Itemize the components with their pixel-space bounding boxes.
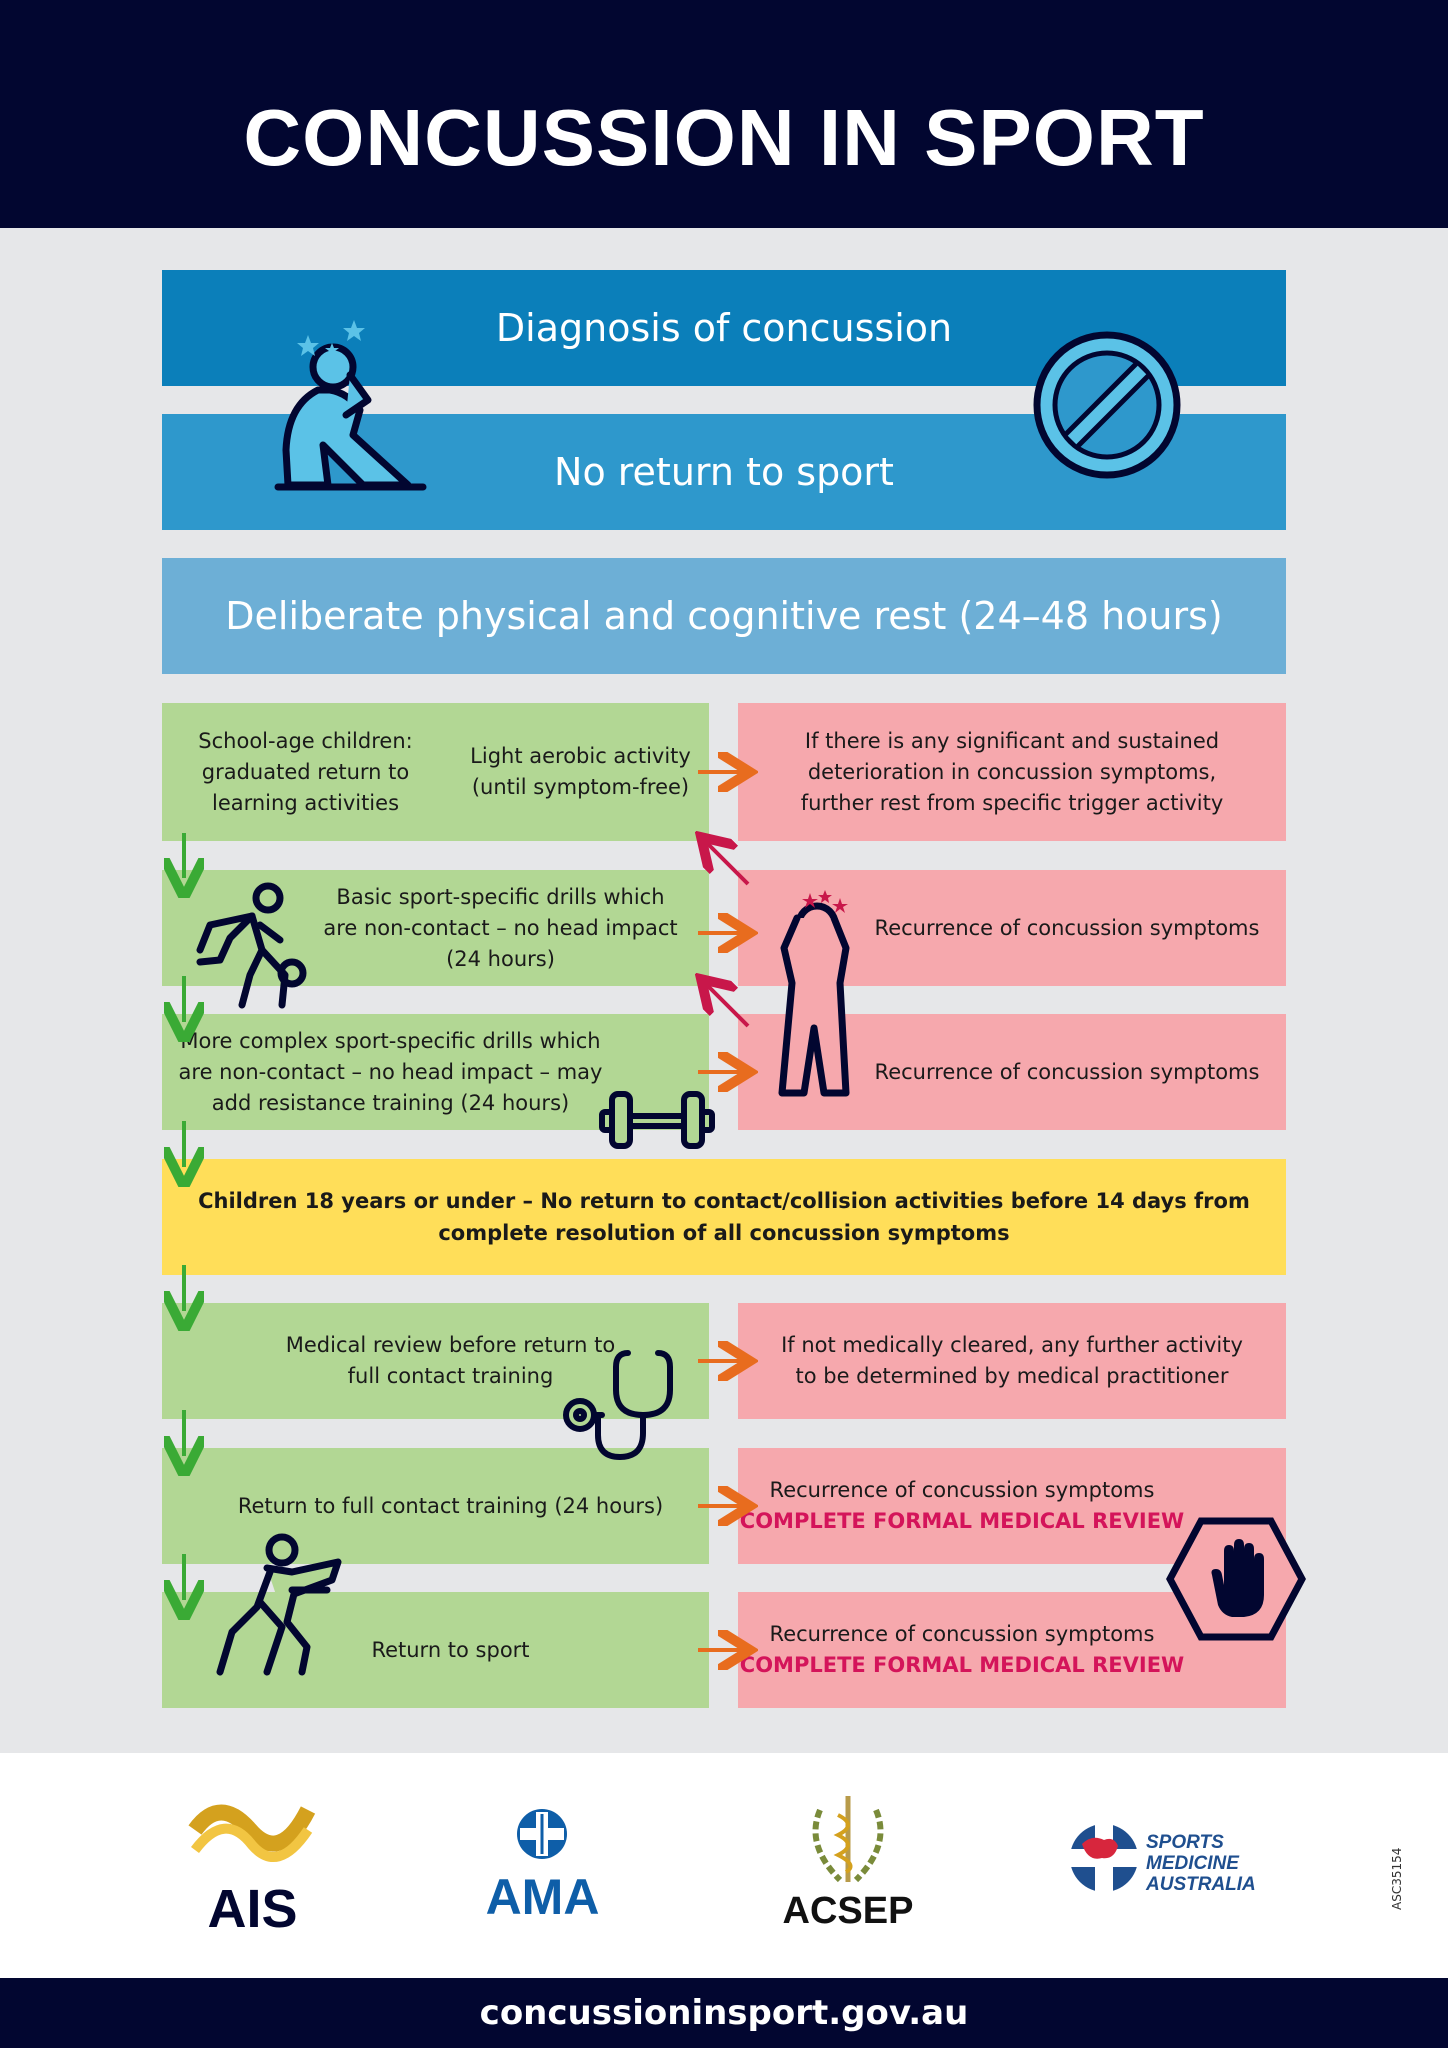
- no-entry-icon: [1033, 331, 1181, 479]
- partner-logos: [0, 1753, 1448, 1978]
- school-line-1: School-age children:: [198, 728, 413, 753]
- not-cleared-box: If not medically cleared, any further ac…: [738, 1303, 1286, 1419]
- deterioration-line-1: If there is any significant and sustaine…: [804, 728, 1220, 753]
- basic-drills-line-1: Basic sport-specific drills which: [336, 884, 665, 909]
- complex-drills-line-2: are non-contact – no head impact – may: [178, 1059, 603, 1084]
- aerobic-text: Light aerobic activity (until symptom-fr…: [461, 741, 701, 803]
- rest-label: Deliberate physical and cognitive rest (…: [225, 594, 1223, 638]
- school-line-2: graduated return to: [201, 759, 410, 784]
- recurrence-text-1: Recurrence of concussion symptoms: [874, 915, 1260, 940]
- children-rule-box: Children 18 years or under – No return t…: [162, 1159, 1286, 1275]
- school-line-3: learning activities: [211, 790, 400, 815]
- ama-cross-icon: [517, 1809, 567, 1859]
- page-title: CONCUSSION IN SPORT: [243, 93, 1205, 182]
- sma-line-2: MEDICINE: [1146, 1853, 1239, 1874]
- step-full-contact-box: Return to full contact training (24 hour…: [162, 1448, 709, 1564]
- not-cleared-line-2: to be determined by medical practitioner: [795, 1364, 1229, 1388]
- complex-drills-line-1: More complex sport-specific drills which: [180, 1028, 601, 1053]
- basic-drills-line-2: are non-contact – no head impact: [323, 915, 678, 940]
- sma-line-3: AUSTRALIA: [1146, 1874, 1256, 1895]
- footer-url-link[interactable]: concussioninsport.gov.au: [479, 1993, 969, 2033]
- aerobic-line-2: (until symptom-free): [471, 775, 690, 799]
- dizzy-person-icon: [778, 890, 850, 1097]
- deterioration-text: If there is any significant and sustaine…: [801, 726, 1224, 819]
- ais-ribbon-icon: [188, 1804, 316, 1862]
- concussed-person-icon: [274, 320, 427, 491]
- ais-logo-text: AIS: [207, 1879, 298, 1939]
- aerobic-line-1: Light aerobic activity: [470, 744, 691, 768]
- ama-logo-text: AMA: [485, 1869, 600, 1925]
- recurrence-review-3: Recurrence of concussion symptoms COMPLE…: [740, 1475, 1184, 1537]
- deterioration-line-2: deterioration in concussion symptoms,: [807, 759, 1217, 784]
- acsep-caduceus-icon: [812, 1796, 884, 1883]
- stop-hand-icon: [1166, 1517, 1306, 1641]
- runner-icon: [216, 1533, 342, 1676]
- rest-band: Deliberate physical and cognitive rest (…: [162, 558, 1286, 674]
- medical-review-alert-3: COMPLETE FORMAL MEDICAL REVIEW: [739, 1509, 1185, 1533]
- medical-review-line-2: full contact training: [347, 1364, 554, 1388]
- dumbbell-icon: [599, 1091, 715, 1149]
- recurrence-text-2: Recurrence of concussion symptoms: [874, 1059, 1260, 1084]
- basketball-player-icon: [196, 882, 307, 1009]
- header-bar: [0, 0, 1448, 228]
- medical-review-line-1: Medical review before return to: [285, 1333, 616, 1357]
- children-rule-line-1: Children 18 years or under – No return t…: [198, 1189, 1250, 1213]
- children-rule-line-2: complete resolution of all concussion sy…: [438, 1221, 1010, 1245]
- recurrence-text-4: Recurrence of concussion symptoms: [769, 1622, 1155, 1646]
- sma-cross-icon: [1070, 1824, 1138, 1892]
- not-cleared-text: If not medically cleared, any further ac…: [781, 1330, 1243, 1392]
- school-children-text: School-age children: graduated return to…: [151, 726, 461, 819]
- recurrence-box-4: Recurrence of concussion symptoms COMPLE…: [738, 1592, 1286, 1708]
- basic-drills-line-3: (24 hours): [446, 946, 555, 971]
- full-contact-text: Return to full contact training (24 hour…: [237, 1493, 664, 1518]
- complex-drills-line-3: add resistance training (24 hours): [211, 1090, 570, 1115]
- acsep-logo-text: ACSEP: [782, 1890, 914, 1932]
- sma-logo-text: SPORTS MEDICINE AUSTRALIA: [1146, 1832, 1286, 1895]
- medical-review-text: Medical review before return to full con…: [286, 1330, 615, 1392]
- recurrence-review-4: Recurrence of concussion symptoms COMPLE…: [740, 1619, 1184, 1681]
- deterioration-line-3: further rest from specific trigger activ…: [800, 790, 1224, 815]
- footer-bar: concussioninsport.gov.au: [0, 1978, 1448, 2048]
- step-aerobic-box: School-age children: graduated return to…: [162, 703, 709, 841]
- step-return-sport-box: Return to sport: [162, 1592, 709, 1708]
- recurrence-text-3: Recurrence of concussion symptoms: [769, 1478, 1155, 1502]
- return-sport-text: Return to sport: [371, 1637, 530, 1662]
- stethoscope-icon: [563, 1350, 673, 1460]
- not-cleared-line-1: If not medically cleared, any further ac…: [781, 1333, 1243, 1357]
- children-rule-text: Children 18 years or under – No return t…: [198, 1185, 1250, 1249]
- medical-review-alert-4: COMPLETE FORMAL MEDICAL REVIEW: [739, 1653, 1185, 1677]
- deterioration-box: If there is any significant and sustaine…: [738, 703, 1286, 841]
- basic-drills-text: Basic sport-specific drills which are no…: [323, 882, 677, 975]
- sma-line-1: SPORTS: [1146, 1832, 1224, 1853]
- no-return-label: No return to sport: [554, 450, 894, 494]
- poster-code: ASC35154: [1390, 1847, 1404, 1910]
- diagnosis-label: Diagnosis of concussion: [495, 306, 953, 350]
- complex-drills-text: More complex sport-specific drills which…: [179, 1026, 603, 1119]
